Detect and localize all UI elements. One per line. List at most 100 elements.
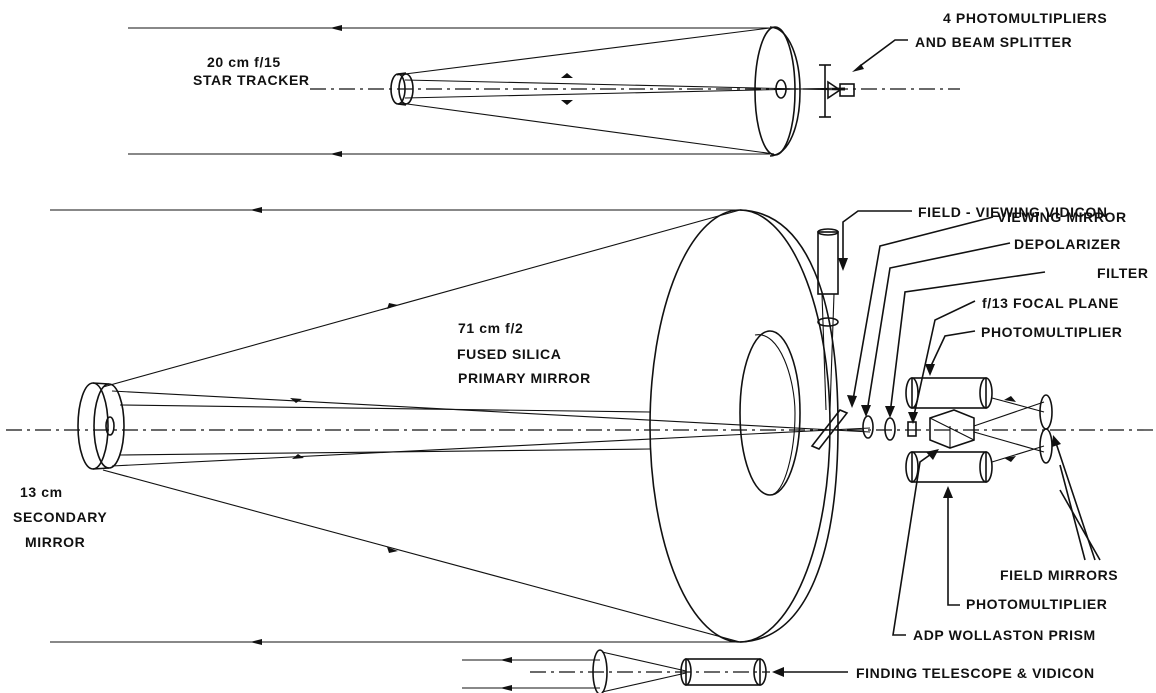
photomultiplier-bottom-leader — [947, 490, 960, 606]
ray-arrow — [387, 303, 398, 309]
leader-arrow — [847, 395, 857, 408]
primary-label-2: FUSED SILICA — [457, 346, 561, 362]
pmt-splitter-leader — [859, 39, 908, 67]
leader-arrow — [943, 486, 953, 498]
main-inner-ray — [119, 404, 651, 413]
leader-arrow — [926, 449, 939, 460]
ray-arrow — [387, 547, 398, 553]
wollaston-leader — [892, 451, 935, 636]
star-tracker-inner-ray — [404, 87, 846, 99]
filter-label: FILTER — [1097, 265, 1149, 281]
photomultiplier-upper — [911, 377, 987, 409]
primary-mirror-hole — [739, 330, 801, 496]
viewing-mirror-label: VIEWING MIRROR — [997, 209, 1127, 225]
field-vidicon-label: FIELD - VIEWING VIDICON — [918, 204, 1108, 220]
finding-telescope-assembly: FINDING TELESCOPE & VIDICON — [462, 649, 1095, 693]
finding-vidicon-face — [680, 658, 692, 686]
main-inner-ray — [119, 448, 651, 456]
ray-arrow — [250, 207, 262, 213]
star-tracker-assembly: 20 cm f/15 STAR TRACKER 4 PHOTOMULTIPLIE… — [128, 10, 1107, 157]
primary-label-1: 71 cm f/2 — [458, 320, 523, 336]
vidicon-ray — [829, 293, 835, 411]
ray-arrow — [500, 657, 512, 663]
finding-vidicon — [685, 658, 761, 686]
field-mirrors-leader-3 — [1059, 489, 1101, 561]
main-cone-top — [102, 209, 741, 388]
vidicon-top — [817, 228, 839, 236]
viewing-mirror-leader — [852, 216, 994, 401]
field-ray — [991, 397, 1045, 413]
leader-arrow — [838, 258, 848, 271]
main-cone-bottom — [102, 469, 741, 643]
focal-plane — [907, 421, 917, 437]
star-tracker-cone-bottom — [399, 102, 775, 155]
star-tracker-cone-top — [396, 27, 771, 76]
photomultiplier-upper-face — [905, 377, 919, 409]
primary-mirror-rim — [739, 209, 839, 643]
finding-cone — [601, 672, 687, 693]
star-tracker-mirror-hole — [775, 79, 787, 99]
ray-arrow — [561, 100, 573, 105]
ray-arrow — [1004, 456, 1016, 462]
main-return-ray — [111, 390, 871, 433]
secondary-mirror-hole — [105, 416, 115, 436]
ray-arrow — [561, 73, 573, 78]
finding-telescope-lens — [592, 649, 608, 693]
star-tracker-label-2: STAR TRACKER — [193, 72, 310, 88]
star-tracker-secondary-back — [398, 73, 414, 105]
depolarizer-label: DEPOLARIZER — [1014, 236, 1121, 252]
filter — [884, 417, 896, 441]
field-viewing-vidicon — [817, 231, 839, 295]
ray-arrow — [1004, 396, 1016, 402]
leader-arrow — [852, 64, 864, 72]
leader-arrow — [772, 667, 784, 677]
finding-cone — [601, 651, 687, 672]
star-tracker-primary-mirror — [754, 26, 796, 156]
secondary-label-3: MIRROR — [25, 534, 85, 550]
pmt-splitter-label-2: AND BEAM SPLITTER — [915, 34, 1072, 50]
photomultiplier-top-leader — [929, 330, 976, 369]
field-ray — [973, 431, 1045, 453]
field-ray — [991, 445, 1045, 463]
star-tracker-mirror-rim — [769, 26, 801, 157]
field-mirrors-label: FIELD MIRRORS — [1000, 567, 1118, 583]
vidicon-lens — [817, 317, 839, 327]
leader-arrow — [1052, 435, 1061, 447]
wollaston-label: ADP WOLLASTON PRISM — [913, 627, 1096, 643]
depolarizer — [862, 415, 874, 439]
photomultiplier-lower-end — [979, 451, 993, 483]
photomultiplier-lower-face — [905, 451, 919, 483]
ray-arrow — [330, 151, 342, 157]
ray-arrow — [290, 398, 302, 403]
vidicon-leader — [842, 210, 912, 268]
field-ray — [973, 401, 1045, 427]
main-return-ray — [111, 427, 871, 467]
vidicon-ray — [821, 293, 827, 411]
secondary-label-2: SECONDARY — [13, 509, 107, 525]
secondary-mirror-face — [93, 383, 125, 469]
finding-vidicon-end — [753, 658, 767, 686]
ray-arrow — [250, 639, 262, 645]
pmt-splitter-label-1: 4 PHOTOMULTIPLIERS — [943, 10, 1107, 26]
star-tracker-label-1: 20 cm f/15 — [207, 54, 281, 70]
focal-plane-leader — [912, 300, 976, 421]
star-tracker-inner-ray — [404, 79, 846, 91]
filter-leader — [889, 271, 1046, 415]
finding-telescope-label: FINDING TELESCOPE & VIDICON — [856, 665, 1095, 681]
leader-arrow — [925, 364, 935, 376]
depolarizer-leader — [866, 242, 1011, 413]
photomultiplier-top-label: PHOTOMULTIPLIER — [981, 324, 1122, 340]
secondary-mirror — [77, 382, 109, 470]
field-mirror-upper — [1039, 394, 1053, 430]
primary-label-3: PRIMARY MIRROR — [458, 370, 591, 386]
primary-mirror-hole-depth — [754, 334, 796, 496]
field-mirror-lower — [1039, 428, 1053, 464]
star-tracker-secondary-edge — [397, 72, 407, 106]
ray-arrow — [330, 25, 342, 31]
leader-arrow — [908, 412, 918, 424]
photomultiplier-bottom-label: PHOTOMULTIPLIER — [966, 596, 1107, 612]
main-telescope-assembly: 71 cm f/2 FUSED SILICA PRIMARY MIRROR 13… — [6, 204, 1156, 645]
leader-arrow — [885, 406, 895, 418]
